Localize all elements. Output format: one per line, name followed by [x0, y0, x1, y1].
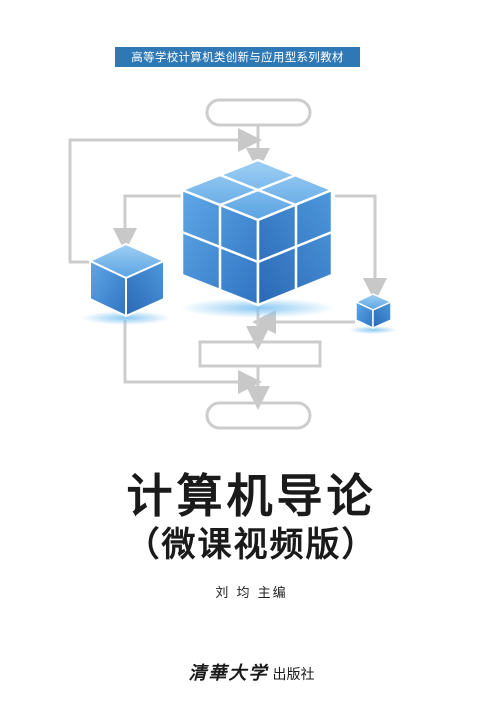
book-title: 计算机导论	[126, 469, 377, 523]
right-cube-glow	[349, 326, 397, 334]
start-terminator	[205, 98, 312, 127]
left-cube	[89, 243, 165, 317]
end-terminator	[205, 401, 312, 430]
right-cube	[355, 293, 392, 329]
flow-lines	[68, 98, 387, 430]
flowchart-cube-illustration	[68, 98, 397, 430]
editor-credit: 刘 均 主编	[215, 586, 288, 601]
publisher-suffix: 出版社	[272, 667, 315, 683]
big-cube-glow	[180, 298, 336, 318]
publisher-brand: 清華大学	[188, 663, 269, 684]
big-cube	[180, 158, 334, 307]
process-box	[198, 340, 322, 368]
series-banner: 高等学校计算机类创新与应用型系列教材	[115, 47, 360, 67]
left-cube-glow	[81, 311, 171, 325]
publisher: 清華大学出版社	[0, 659, 503, 685]
book-subtitle: （微课视频版）	[125, 525, 378, 565]
